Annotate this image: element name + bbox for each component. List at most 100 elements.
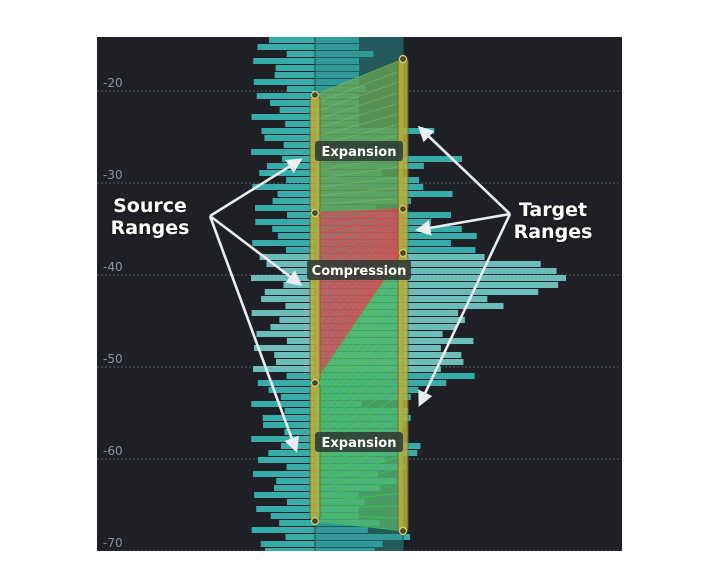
range-knobs[interactable] <box>310 54 408 536</box>
histogram-bar <box>255 205 359 211</box>
histogram-bar <box>253 58 359 64</box>
histogram-bar <box>359 275 567 281</box>
mapping-line <box>314 315 404 415</box>
mapping-line <box>314 328 404 421</box>
arrow <box>417 125 511 215</box>
mapping-line <box>314 219 404 256</box>
histogram-bar <box>359 317 465 323</box>
histogram-bar <box>256 506 359 512</box>
histogram-bar <box>251 310 359 316</box>
mapping-line <box>314 467 404 491</box>
mapping-line <box>314 187 404 197</box>
source-ranges-callout: Source Ranges <box>109 194 191 241</box>
range-label-text: Expansion <box>322 436 397 451</box>
histogram-bar <box>259 254 359 260</box>
expansion-range-bottom[interactable] <box>314 252 404 532</box>
mapping-line <box>314 214 404 235</box>
compression-range[interactable] <box>314 208 404 384</box>
mapping-line <box>314 278 404 396</box>
mapping-line <box>314 290 404 403</box>
histogram-canvas: -20-30-40-50-60-70 <box>97 37 622 551</box>
mapping-line <box>314 492 404 503</box>
mapping-line <box>314 208 404 214</box>
mapping-line <box>314 241 404 341</box>
histogram-bar <box>359 359 464 365</box>
knob[interactable] <box>398 54 408 64</box>
range-label-text: Compression <box>312 264 407 279</box>
range-label-compression: Compression <box>307 260 411 280</box>
histogram-bar <box>253 345 359 351</box>
histogram-bar <box>255 219 359 225</box>
histogram-bar <box>251 527 359 533</box>
histogram-bar <box>265 548 359 551</box>
mapping-line <box>314 222 404 267</box>
axis-tick-label: -30 <box>103 168 123 182</box>
mapping-line <box>314 480 404 497</box>
histogram-bar <box>251 436 359 442</box>
arrow <box>209 158 303 218</box>
histogram-bar <box>359 261 541 267</box>
mapping-line <box>314 176 404 189</box>
histogram-bar <box>269 37 359 43</box>
arrow <box>414 212 511 236</box>
callout-line: Ranges <box>111 217 190 239</box>
histogram-bar <box>359 373 475 379</box>
mapping-line <box>314 341 404 428</box>
histogram-bar <box>258 457 359 463</box>
knob[interactable] <box>310 90 320 100</box>
arrow <box>418 213 512 407</box>
histogram-bar <box>256 93 359 99</box>
histogram-bar <box>359 156 462 162</box>
arrow <box>208 215 300 453</box>
histogram-bar <box>253 366 359 372</box>
histogram-bar <box>260 541 359 547</box>
histogram-bar <box>359 226 462 232</box>
histogram-bar <box>359 254 485 260</box>
mapping-line <box>314 514 404 519</box>
histogram-bar <box>359 296 488 302</box>
histogram-bar <box>252 240 359 246</box>
mapping-line <box>314 165 404 180</box>
knob[interactable] <box>310 208 320 218</box>
range-label-expansion-top: Expansion <box>315 141 403 161</box>
histogram-bar <box>254 492 359 498</box>
histogram-bar <box>257 44 359 50</box>
knob[interactable] <box>310 378 320 388</box>
mapping-line <box>314 303 404 409</box>
mapping-line <box>314 454 404 484</box>
mapping-line <box>314 197 404 205</box>
axis-tick-label: -50 <box>103 352 123 366</box>
mapping-line <box>314 112 404 138</box>
source-arrows <box>208 158 303 453</box>
callout-line: Source <box>113 195 187 217</box>
knob[interactable] <box>398 248 408 258</box>
histogram-bar <box>359 268 557 274</box>
histogram-bar <box>252 471 359 477</box>
histogram-bar <box>256 331 359 337</box>
histogram-bar <box>251 149 359 155</box>
range-label-text: Expansion <box>322 145 397 160</box>
mapping-line <box>314 90 404 121</box>
histogram-bar <box>253 79 359 85</box>
mapping-line <box>314 353 404 434</box>
histogram-bar <box>359 338 474 344</box>
mapping-line <box>314 366 404 440</box>
histogram-bar <box>359 282 559 288</box>
mapping-line <box>314 265 404 390</box>
callout-line: Ranges <box>514 221 593 243</box>
mapping-line <box>314 101 404 130</box>
knob[interactable] <box>310 516 320 526</box>
histogram-panel: -20-30-40-50-60-70 <box>97 37 622 551</box>
histogram-bar <box>251 401 359 407</box>
mapping-line <box>314 520 404 532</box>
mapping-line <box>314 216 404 246</box>
histogram-bar <box>359 352 462 358</box>
mapping-line <box>314 505 404 509</box>
knob[interactable] <box>398 204 408 214</box>
callout-line: Target <box>519 199 587 221</box>
knob[interactable] <box>398 526 408 536</box>
mapping-line <box>314 211 404 225</box>
grid-lines: -20-30-40-50-60-70 <box>97 76 622 551</box>
